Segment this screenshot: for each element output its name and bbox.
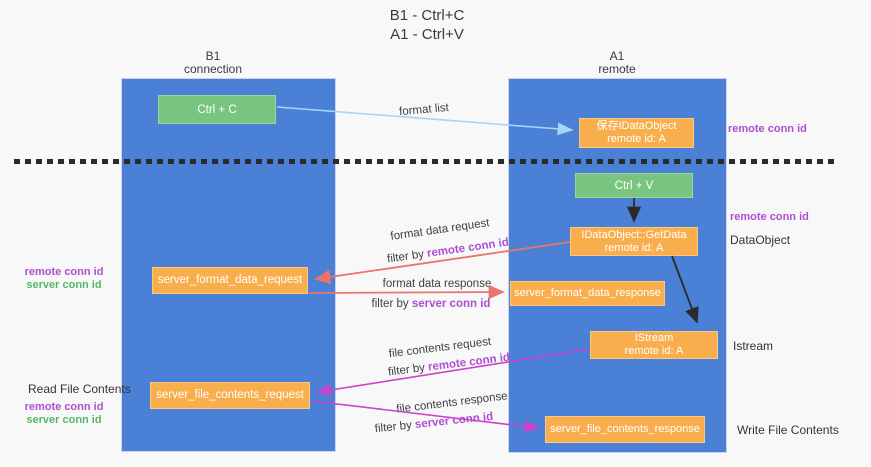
- save-idataobject-box: 保存IDataObject remote id: A: [579, 118, 694, 148]
- filter-by-text: filter by: [386, 248, 425, 266]
- istream-annotation: Istream: [733, 339, 774, 353]
- istream-line2: remote id: A: [624, 345, 684, 357]
- right-column-header: A1 remote: [537, 50, 697, 76]
- server-file-contents-request-box: server_file_contents_request: [150, 382, 310, 409]
- filter-by-text: filter by: [374, 419, 413, 436]
- left-conn-id-stack-1: remote conn id server conn id: [22, 266, 106, 292]
- idataobject-getdata-box: IDataObject::GetData remote id: A: [570, 227, 698, 256]
- server-format-data-response-label: server_format_data_response: [514, 287, 661, 299]
- format-data-request-label: format data request: [389, 217, 491, 243]
- server-format-data-request-box: server_format_data_request: [152, 267, 308, 294]
- ctrl-c-box: Ctrl + C: [158, 95, 276, 124]
- ctrl-v-box: Ctrl + V: [575, 173, 693, 198]
- write-file-contents-annotation: Write File Contents: [737, 423, 839, 437]
- left-column-header: B1 connection: [133, 50, 293, 76]
- page-title: B1 - Ctrl+C A1 - Ctrl+V: [0, 6, 854, 44]
- title-line-1: B1 - Ctrl+C: [389, 7, 465, 24]
- dataobject-annotation: DataObject: [730, 233, 791, 247]
- format-data-response-label: format data response: [382, 278, 492, 290]
- format-list-arrow-label: format list: [398, 101, 450, 119]
- left-column-subtitle: connection: [183, 62, 243, 76]
- ctrl-c-label: Ctrl + C: [197, 103, 237, 116]
- filter-by-text: filter by: [387, 362, 426, 379]
- remote-conn-id-annotation-2: remote conn id: [730, 211, 809, 223]
- server-format-data-request-label: server_format_data_request: [157, 274, 303, 286]
- left-column-name: B1: [205, 49, 221, 63]
- read-file-contents-annotation: Read File Contents: [28, 382, 131, 396]
- remote-conn-id-annotation-1: remote conn id: [728, 123, 807, 135]
- save-idataobject-line2: remote id: A: [607, 133, 666, 145]
- remote-conn-id-text: remote conn id: [426, 236, 510, 260]
- getdata-line2: remote id: A: [604, 241, 664, 254]
- remote-conn-id-text: remote conn id: [427, 351, 511, 374]
- format-data-response-arrow: [308, 284, 505, 300]
- server-file-contents-response-box: server_file_contents_response: [545, 416, 705, 443]
- server-conn-id-annotation-1: server conn id: [26, 279, 102, 291]
- ctrl-v-label: Ctrl + V: [614, 179, 654, 192]
- server-conn-id-annotation-2: server conn id: [26, 414, 102, 426]
- istream-box: IStream remote id: A: [590, 331, 718, 359]
- server-format-data-response-box: server_format_data_response: [510, 281, 665, 306]
- title-line-2: A1 - Ctrl+V: [390, 26, 464, 43]
- filter-by-server-conn-id-label-2: filter by server conn id: [374, 411, 494, 435]
- remote-conn-id-annotation-3: remote conn id: [24, 266, 104, 278]
- server-file-contents-request-label: server_file_contents_request: [156, 389, 304, 401]
- save-idataobject-line1: 保存IDataObject: [596, 120, 677, 132]
- server-conn-id-text: server conn id: [411, 298, 491, 310]
- filter-by-server-conn-id-label-1: filter by server conn id: [372, 298, 491, 310]
- right-column-name: A1: [609, 49, 625, 63]
- filter-by-text: filter by: [371, 298, 409, 310]
- remote-conn-id-annotation-4: remote conn id: [24, 401, 104, 413]
- server-conn-id-text: server conn id: [414, 410, 494, 431]
- getdata-line1: IDataObject::GetData: [581, 228, 687, 241]
- right-column-subtitle: remote: [598, 62, 636, 76]
- istream-line1: IStream: [634, 332, 674, 344]
- server-file-contents-response-label: server_file_contents_response: [550, 423, 700, 435]
- phase-separator-dashed-line: [14, 159, 838, 164]
- left-conn-id-stack-2: remote conn id server conn id: [22, 401, 106, 427]
